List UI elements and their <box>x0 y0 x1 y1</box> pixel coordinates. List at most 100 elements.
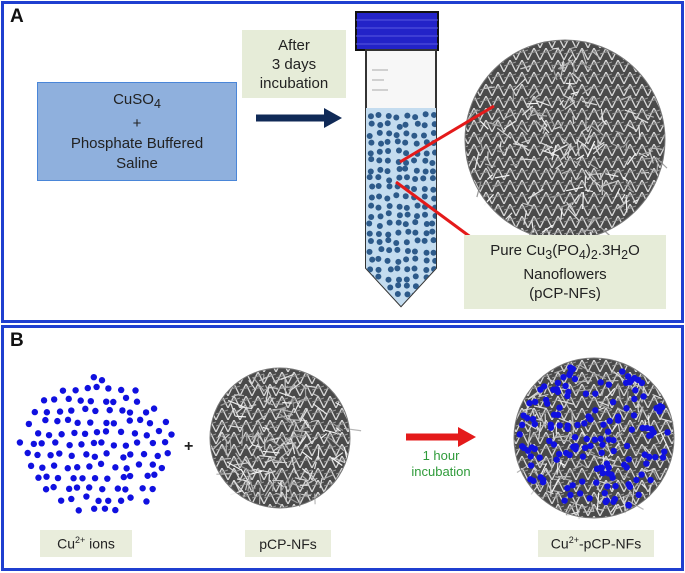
cu-ion-dot <box>87 419 94 426</box>
one-hour-incubation-text: 1 hour incubation <box>411 448 471 479</box>
nanoflower-petal <box>531 220 534 233</box>
nanoflower-petal <box>279 385 295 389</box>
cu-ion-dot <box>99 485 106 493</box>
cu-ion-dot <box>122 442 130 449</box>
tube-particle <box>396 203 403 210</box>
loaded-ion-dot <box>634 376 642 384</box>
tube-particle <box>376 239 383 246</box>
nanoflower-petal <box>626 123 638 132</box>
loaded-ion-dot <box>647 476 654 484</box>
nanoflower-petal <box>596 492 600 510</box>
cu-ion-dot <box>126 417 133 424</box>
tube-particle <box>402 165 409 172</box>
cu-ion-dot <box>47 451 54 459</box>
loaded-ion-dot <box>610 498 617 505</box>
nanoflower-petal <box>476 181 482 198</box>
nanoflower-petal <box>544 413 547 429</box>
nanoflower-petal <box>240 468 251 485</box>
loaded-ion-dot <box>597 379 604 386</box>
nanoflower-petal <box>584 95 594 107</box>
tube-particle <box>369 183 376 190</box>
nanoflower-petal <box>637 405 640 413</box>
loaded-ion-dot <box>554 411 562 419</box>
nanoflower-petal <box>289 377 300 390</box>
tube-particle <box>402 139 409 146</box>
nanoflower-petal <box>258 375 272 382</box>
nanoflower-petal <box>570 501 587 509</box>
tube-particle <box>432 212 436 219</box>
nanoflower-petal <box>293 400 301 414</box>
nanoflower-petal <box>588 450 595 455</box>
nanoflower-petal <box>545 469 553 480</box>
nanoflower-petal <box>494 174 510 179</box>
nanoflower-petal <box>618 492 632 500</box>
nanoflower-petal <box>633 482 639 490</box>
cu-ion-dot <box>30 440 38 448</box>
cu-ion-dot <box>144 472 151 479</box>
cu-ion-dot <box>42 416 49 424</box>
cu-ion-dot <box>142 409 150 416</box>
nanoflower-petal <box>301 493 312 497</box>
panel-b-letter: B <box>10 330 24 351</box>
nanoflower-petal <box>289 434 307 438</box>
tube-particle <box>403 239 410 246</box>
tube-particle <box>386 177 393 184</box>
loaded-ion-dot <box>581 420 588 427</box>
nanoflower-petal <box>496 127 512 139</box>
product-formula: Pure Cu3(PO4)2.3H2O <box>490 242 640 262</box>
nanoflower-petal <box>622 176 629 182</box>
loaded-ion-dots <box>516 364 671 509</box>
loaded-ion-dot <box>531 398 539 406</box>
nanoflower-petal <box>530 106 544 120</box>
nanoflower-petal <box>265 386 270 403</box>
nanoflower-petal <box>299 408 309 423</box>
incubation-arrow-icon <box>256 108 342 128</box>
tube-particle <box>423 150 430 157</box>
tube-particle <box>394 291 401 298</box>
nanoflower-petal <box>547 490 554 495</box>
nanoflower-petal <box>274 501 282 506</box>
cu-ion-dot <box>140 450 148 458</box>
tube-particle <box>405 228 412 235</box>
cu-ion-dot <box>164 449 171 457</box>
nanoflower-petal <box>554 368 568 374</box>
loaded-ion-dot <box>571 375 579 383</box>
loaded-ion-dot <box>537 474 544 481</box>
tube-particle <box>395 229 402 236</box>
nanoflower-petal <box>652 393 663 400</box>
tube-particle <box>414 202 421 209</box>
tube-particle <box>403 150 410 157</box>
cu-ion-dot <box>168 431 175 438</box>
nanoflower-petal <box>255 432 266 445</box>
tube-particle <box>376 148 383 155</box>
cu-ion-dot <box>110 398 117 406</box>
tube-particle <box>429 159 436 166</box>
nanoflower-petal <box>333 423 344 432</box>
loaded-ion-dot <box>582 390 590 397</box>
nanoflower-petal <box>231 393 240 398</box>
cu-ion-dot <box>73 484 81 491</box>
nanoflower-petal <box>642 157 651 160</box>
nanoflower-petal <box>559 461 566 467</box>
nanoflower-petal <box>596 482 601 491</box>
tube-particle <box>422 211 429 218</box>
cu-ion-dot <box>31 408 39 416</box>
nanoflower-petal <box>280 438 290 452</box>
cu-ion-dot <box>77 397 84 404</box>
tube-particle <box>403 130 410 137</box>
nanoflower-petal <box>568 45 578 50</box>
cu-ion-dot <box>119 407 126 414</box>
nanoflower-petal <box>230 403 236 417</box>
cu-ion-dot <box>161 438 169 446</box>
nanoflower-petal <box>535 120 545 131</box>
nanoflower-petal <box>302 418 310 429</box>
cu-ion-dot <box>117 428 125 436</box>
nanoflower-petal <box>576 139 580 157</box>
tube-particle <box>385 231 392 238</box>
nanoflower-petal <box>549 168 554 175</box>
nanoflower-petal <box>601 118 607 126</box>
loaded-ion-dot <box>661 448 668 455</box>
tube-particle <box>430 186 436 193</box>
tube-particle <box>402 221 409 228</box>
tube-particle <box>378 246 385 253</box>
